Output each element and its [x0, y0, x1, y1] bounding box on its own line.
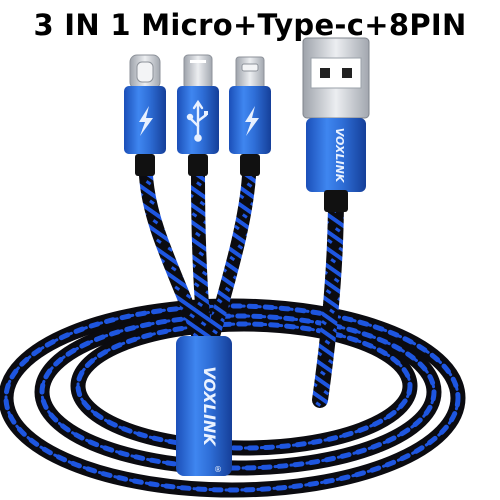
cable-coils [0, 298, 466, 498]
cable-strands [139, 169, 344, 408]
lightning-icon [139, 106, 153, 136]
usb-brand-label: VOXLINK [333, 128, 346, 184]
usb-a-connector: VOXLINK [302, 37, 370, 212]
splitter-housing: VOXLINK ® [176, 336, 232, 476]
type-c-connector [124, 54, 166, 176]
8pin-connector [177, 54, 219, 176]
micro-usb-connector [229, 56, 271, 176]
headline: 3 IN 1 Micro+Type-c+8PIN [33, 8, 467, 42]
splitter-brand-label: VOXLINK [200, 366, 219, 447]
trademark-mark: ® [214, 465, 222, 474]
usb-icon [186, 99, 208, 142]
lightning-icon [245, 106, 259, 136]
